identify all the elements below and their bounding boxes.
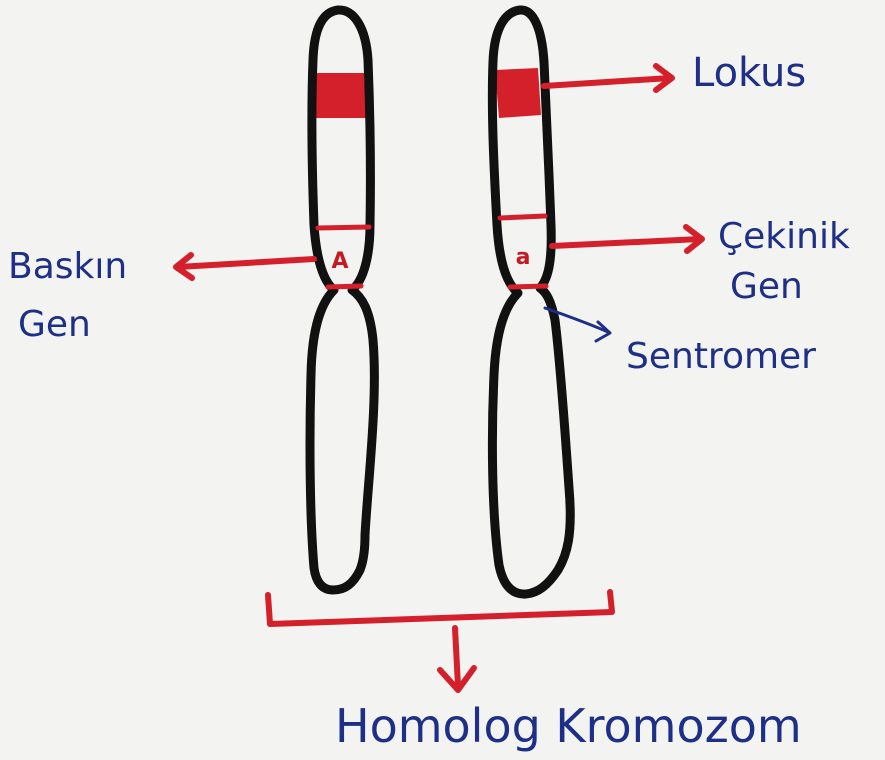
- right-allele-label: a: [516, 245, 531, 270]
- right-locus-band: [495, 68, 541, 118]
- baskin-gen-label-line2: Gen: [18, 304, 91, 345]
- baskin-gen-label-line1: Baskın: [8, 246, 127, 287]
- homolog-down-arrow: [455, 628, 458, 686]
- left-allele-band-top: [318, 227, 369, 228]
- homolog-bracket: [268, 592, 612, 624]
- right-allele-band-bottom: [510, 286, 546, 287]
- sentromer-pointer-head: [596, 322, 610, 341]
- baskin-gen-arrow: [178, 259, 314, 267]
- left-allele-label: A: [331, 249, 348, 274]
- lokus-arrow: [544, 78, 670, 86]
- right-chromosome: a: [492, 10, 570, 594]
- homolog-kromozom-label: Homolog Kromozom: [335, 699, 802, 753]
- cekinik-gen-label-line2: Gen: [730, 266, 803, 307]
- lokus-label: Lokus: [692, 50, 806, 96]
- labels: Lokus Baskın Gen Çekinik Gen Sentromer H…: [8, 50, 850, 753]
- red-arrows: [176, 66, 702, 690]
- right-allele-band-top: [500, 216, 545, 218]
- cekinik-gen-arrow: [552, 239, 700, 246]
- left-locus-band: [312, 73, 366, 118]
- left-allele-band-bottom: [328, 286, 361, 287]
- sentromer-label: Sentromer: [626, 336, 816, 377]
- cekinik-gen-label-line1: Çekinik: [718, 216, 850, 257]
- left-chromosome: A: [310, 10, 374, 590]
